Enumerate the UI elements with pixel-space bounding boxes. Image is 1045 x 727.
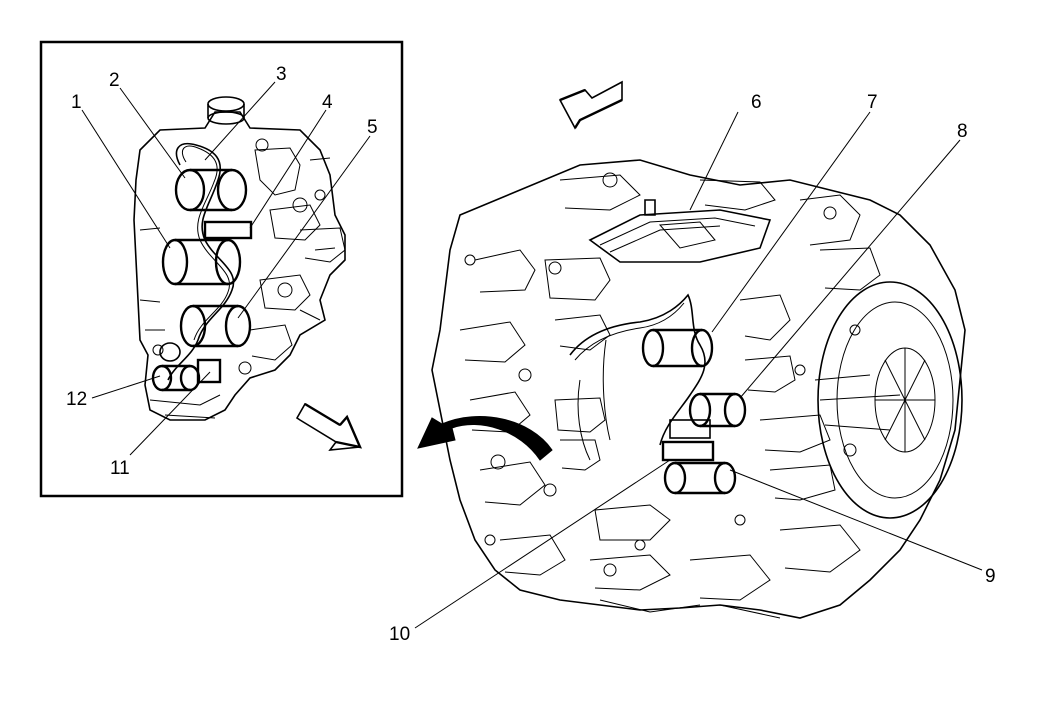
inset-solenoid-upper [174,168,248,212]
main-solenoid-8 [688,392,747,428]
main-solenoid-stack [661,419,737,495]
inset-detail-view [39,40,404,498]
callout-12: 12 [66,389,87,410]
inset-wiring-harness [167,143,235,381]
converter-housing [817,281,963,519]
callout-9: 9 [985,566,996,587]
inset-leader-lines [81,81,371,456]
callout-2: 2 [109,70,120,91]
inset-solenoid-lower [179,304,252,348]
inset-small-solenoids [151,342,222,392]
callout-6: 6 [751,92,762,113]
inset-connector-block [203,220,253,240]
main-wiring-harness [569,293,706,446]
transmission-housing-outline [431,159,966,619]
callout-10: 10 [389,624,410,645]
callout-11: 11 [110,458,130,479]
inset-frame [39,40,404,498]
inset-fill-plug [207,96,245,125]
main-detail-lines [459,172,901,619]
callout-4: 4 [322,92,333,113]
callout-3: 3 [276,64,287,85]
main-transmission-view [414,80,983,629]
callout-1: 1 [71,92,82,113]
tcm-cover [588,199,772,263]
callout-labels: 1 2 3 4 5 6 7 8 9 10 11 12 [66,64,996,645]
main-curved-direction-arrow [417,416,553,461]
callout-7: 7 [867,92,878,113]
main-leader-lines [414,111,983,629]
inset-valve-body-outline [133,111,346,421]
callout-8: 8 [957,121,968,142]
inset-detail-lines [139,138,346,419]
callout-5: 5 [367,117,378,138]
